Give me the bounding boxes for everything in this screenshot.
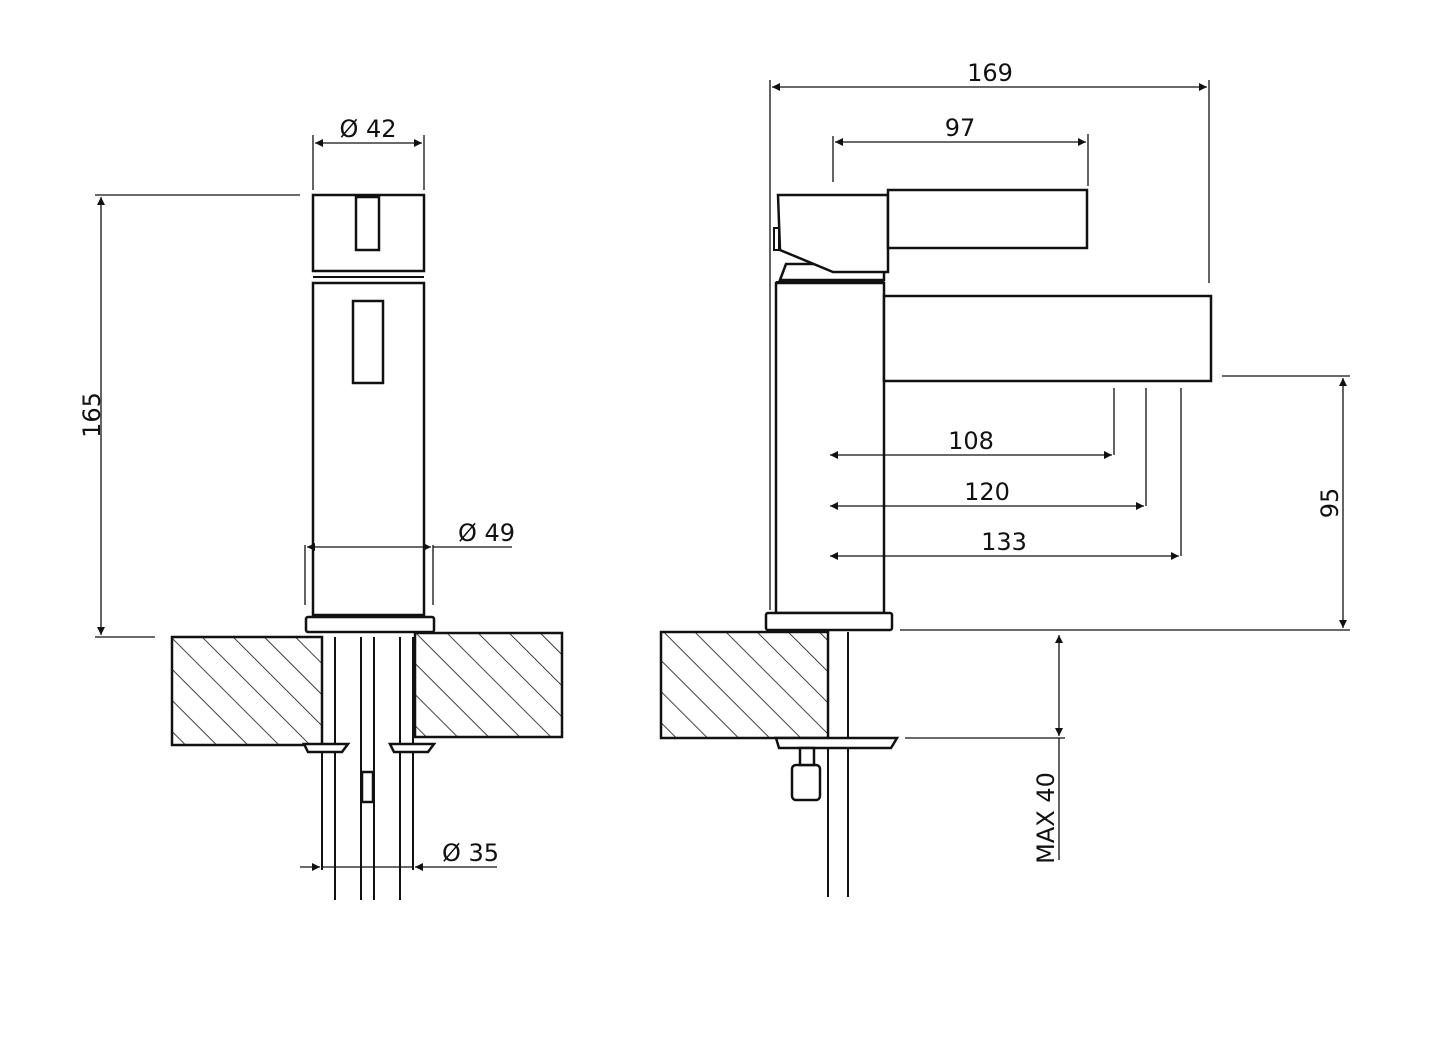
washer-right [387,742,437,754]
front-view: 165 Ø 42 Ø 49 Ø 35 [78,115,564,900]
overall-length-label: 169 [967,59,1013,87]
dimension-overall-length: 169 [769,59,1210,610]
dimension-cap-diameter: Ø 42 [312,115,425,190]
dimension-spout-reach: 108 120 133 [830,388,1182,560]
dimension-body-diameter: Ø 49 [304,519,515,605]
side-view: 169 97 108 120 133 95 [659,59,1350,897]
body-window [351,299,385,385]
base-ring [304,615,436,634]
cap-slot [354,195,381,252]
lever-head [776,193,890,274]
body [774,281,886,615]
body-diameter-label: Ø 49 [458,519,515,547]
base-ring [764,611,894,632]
dimension-spout-height: 95 [900,375,1350,631]
hole-diameter-label: Ø 35 [442,839,499,867]
connector-nut [790,763,822,802]
counter-left [170,635,324,747]
dimension-hole-diameter: Ø 35 [300,839,499,871]
supply-pipes [321,637,414,900]
spout-reach-108-label: 108 [948,427,994,455]
dimension-height: 165 [78,194,300,638]
height-label: 165 [78,392,106,438]
spout-reach-133-label: 133 [981,528,1027,556]
dimension-max-counter: MAX 40 [905,635,1065,864]
counter [659,630,830,740]
spout-reach-120-label: 120 [964,478,1010,506]
counter-right [413,631,564,739]
spout [882,294,1213,383]
mounting-plate [774,736,900,750]
washer-left [301,742,351,754]
lever-handle [886,188,1089,250]
cap-diameter-label: Ø 42 [339,115,396,143]
max-counter-label: MAX 40 [1032,772,1060,864]
lever-length-label: 97 [945,114,976,142]
spout-height-label: 95 [1316,488,1344,519]
dimension-lever-length: 97 [832,114,1089,186]
rod [360,770,375,804]
